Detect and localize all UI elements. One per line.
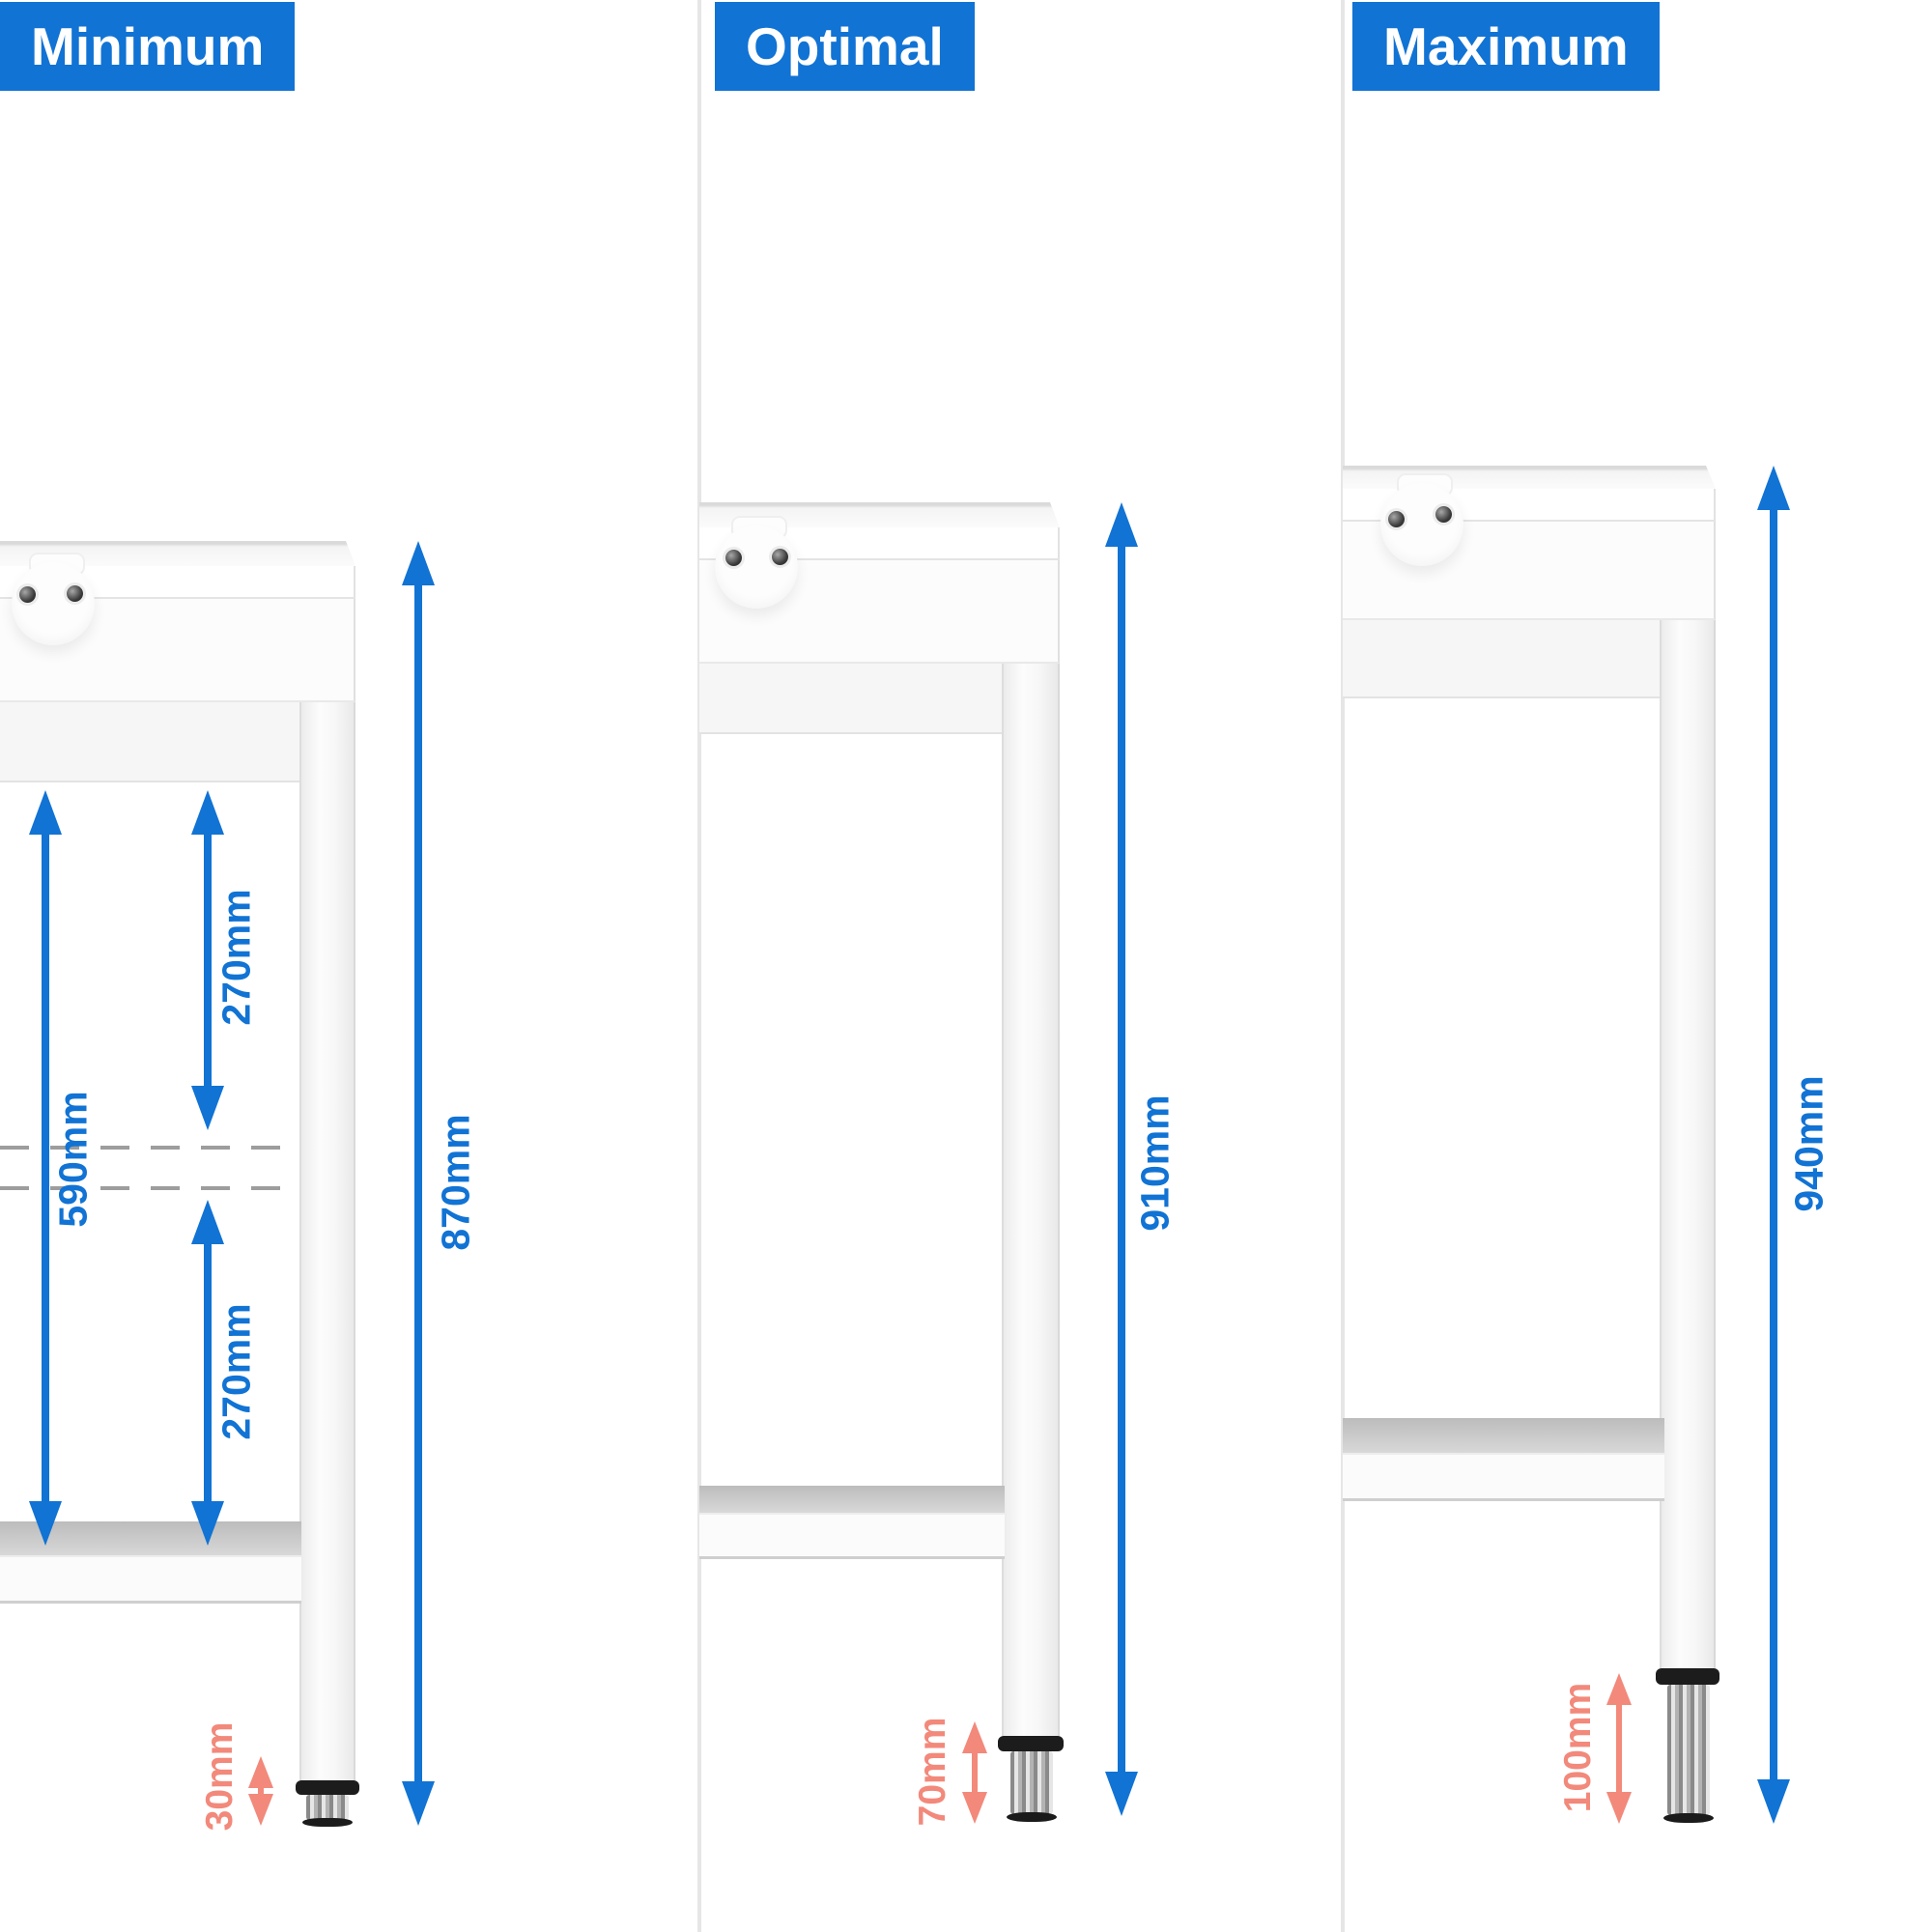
screw-icon [772,549,788,565]
rear-rail [699,664,1004,734]
adjustable-foot [306,1795,349,1820]
maximum-badge: Maximum [1352,2,1660,91]
dimension-arrow-top-gap [186,790,229,1130]
mounting-bracket [12,562,95,645]
dashed-shelf-line [0,1146,299,1150]
foot-collar [998,1736,1064,1751]
foot-collar [1656,1668,1719,1685]
screw-icon [1435,506,1452,523]
stretcher-surface [699,1486,1005,1513]
total-height-label: 910mm [1132,1094,1178,1232]
screw-icon [725,550,742,566]
foot-adjust-label: 70mm [912,1717,953,1827]
top-gap-label: 270mm [213,889,259,1026]
stretcher-front [699,1513,1005,1559]
bottom-shelf-front [0,1555,301,1604]
table-leg [1002,664,1060,1736]
screw-icon [19,586,36,603]
dashed-shelf-line [0,1186,299,1190]
rear-rail [1343,620,1662,698]
total-height-label: 940mm [1786,1075,1832,1212]
table-leg [299,702,355,1780]
panel-divider [1341,0,1345,1932]
minimum-badge: Minimum [0,2,296,91]
foot-adjust-label: 100mm [1557,1682,1599,1813]
rear-rail [0,702,301,782]
foot-base [1007,1812,1057,1822]
dimension-arrow-total-height [1100,502,1143,1816]
optimal-badge: Optimal [715,2,975,91]
foot-adjust-arrow [1604,1673,1634,1824]
foot-adjust-arrow [959,1721,990,1824]
bottom-gap-label: 270mm [213,1303,259,1440]
screw-icon [1388,511,1405,527]
dimension-arrow-shelf-clearance [24,790,67,1546]
foot-base [302,1818,353,1827]
stretcher-front [1343,1453,1664,1501]
adjustable-foot [1010,1751,1053,1814]
dimension-arrow-bottom-gap [186,1200,229,1546]
panel-divider [697,0,701,1932]
mounting-bracket [715,526,798,609]
dimension-arrow-total-height [397,541,440,1826]
screw-icon [67,585,83,602]
table-apron [1343,522,1716,620]
shelf-clearance-label: 590mm [50,1091,96,1228]
foot-adjust-arrow [245,1756,276,1826]
stretcher-surface [1343,1418,1664,1453]
total-height-label: 870mm [433,1114,478,1251]
foot-adjust-label: 30mm [199,1721,241,1832]
table-leg [1660,620,1716,1668]
foot-collar [296,1780,359,1795]
foot-base [1663,1813,1714,1823]
dimension-arrow-total-height [1752,466,1795,1824]
adjustable-foot [1667,1685,1710,1815]
